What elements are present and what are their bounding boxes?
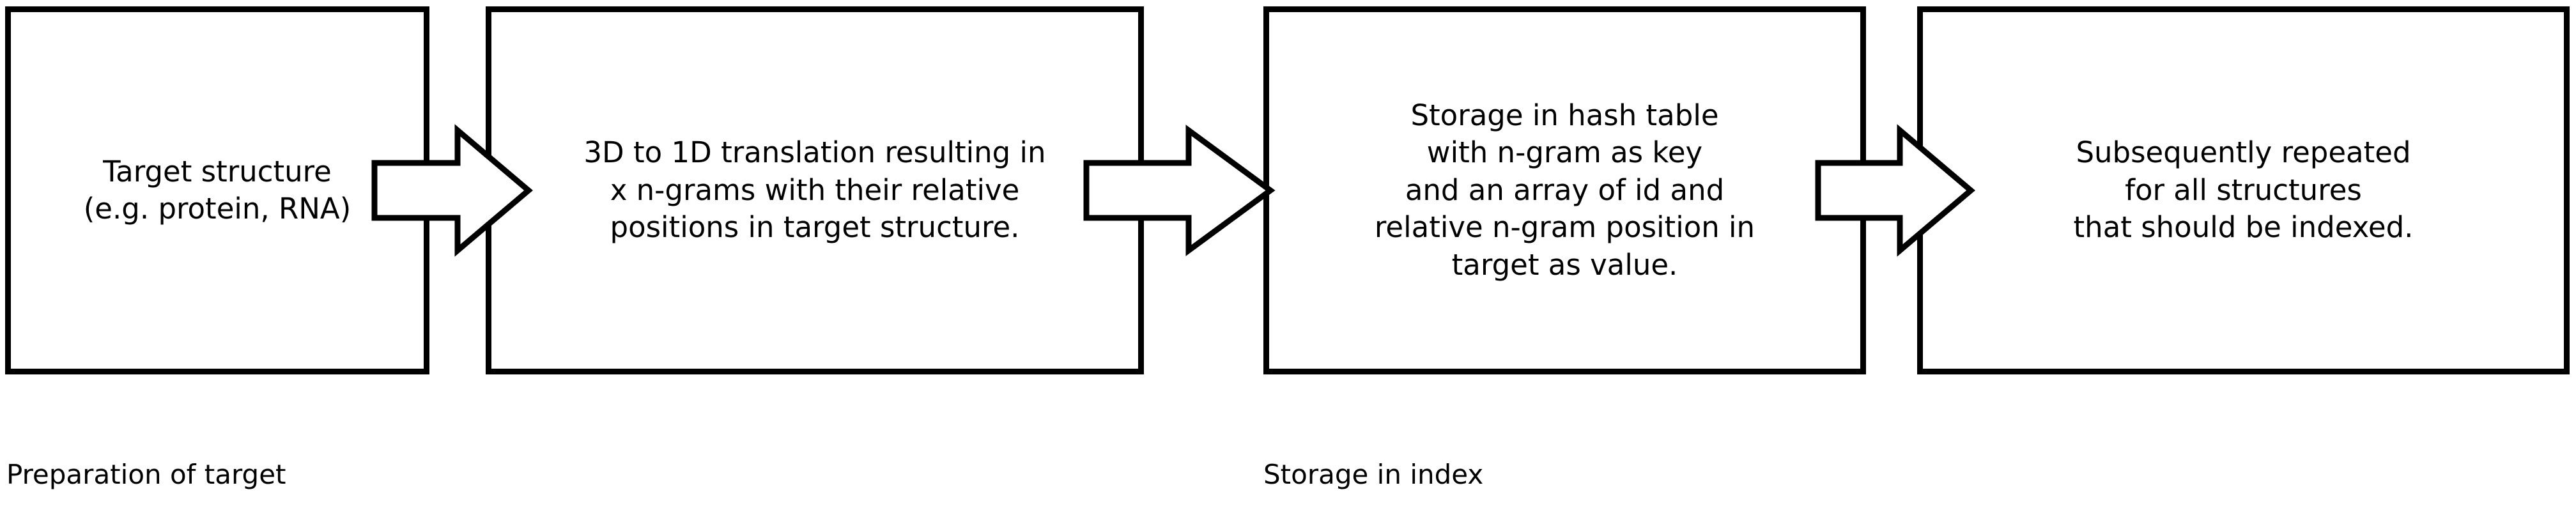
process-box-hash-table-storage: Storage in hash table with n-gram as key…	[1263, 6, 1866, 374]
process-box-3d-to-1d-translation-label: 3D to 1D translation resulting in x n-gr…	[583, 135, 1046, 245]
process-box-target-structure: Target structure (e.g. protein, RNA)	[5, 6, 429, 374]
process-box-repeat-for-all-structures-label: Subsequently repeated for all structures…	[2073, 135, 2414, 245]
process-box-3d-to-1d-translation: 3D to 1D translation resulting in x n-gr…	[486, 6, 1144, 374]
stage-label-preparation: Preparation of target	[6, 459, 286, 490]
stage-label-storage: Storage in index	[1263, 459, 1484, 490]
process-box-hash-table-storage-label: Storage in hash table with n-gram as key…	[1374, 98, 1755, 282]
process-box-repeat-for-all-structures: Subsequently repeated for all structures…	[1917, 6, 2570, 374]
process-box-target-structure-label: Target structure (e.g. protein, RNA)	[83, 154, 351, 226]
